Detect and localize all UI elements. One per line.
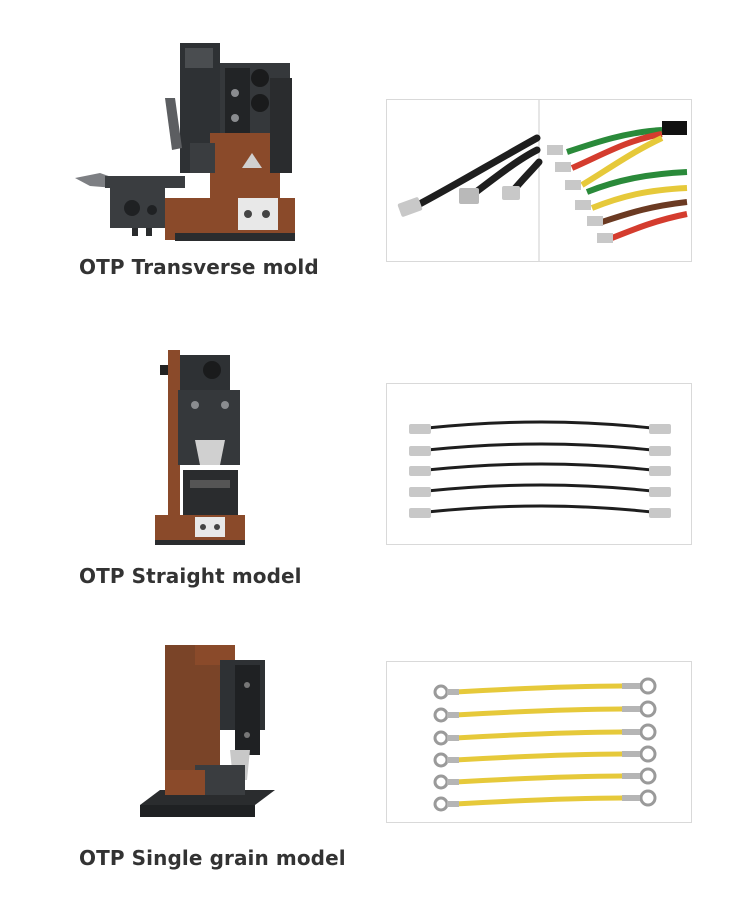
caption-straight-model: OTP Straight model (79, 564, 302, 588)
straight-model-sample-photo (386, 383, 692, 545)
cable-black-1 (409, 420, 671, 434)
caption-single-grain-model: OTP Single grain model (79, 846, 346, 870)
single-grain-model-sample-photo (386, 661, 692, 823)
transverse-mold-machine-image (70, 38, 305, 243)
straight-model-machine-image (150, 345, 250, 545)
caption-transverse-mold: OTP Transverse mold (79, 255, 319, 279)
single-grain-model-machine-image (135, 640, 280, 825)
transverse-mold-sample-photo (386, 99, 692, 262)
